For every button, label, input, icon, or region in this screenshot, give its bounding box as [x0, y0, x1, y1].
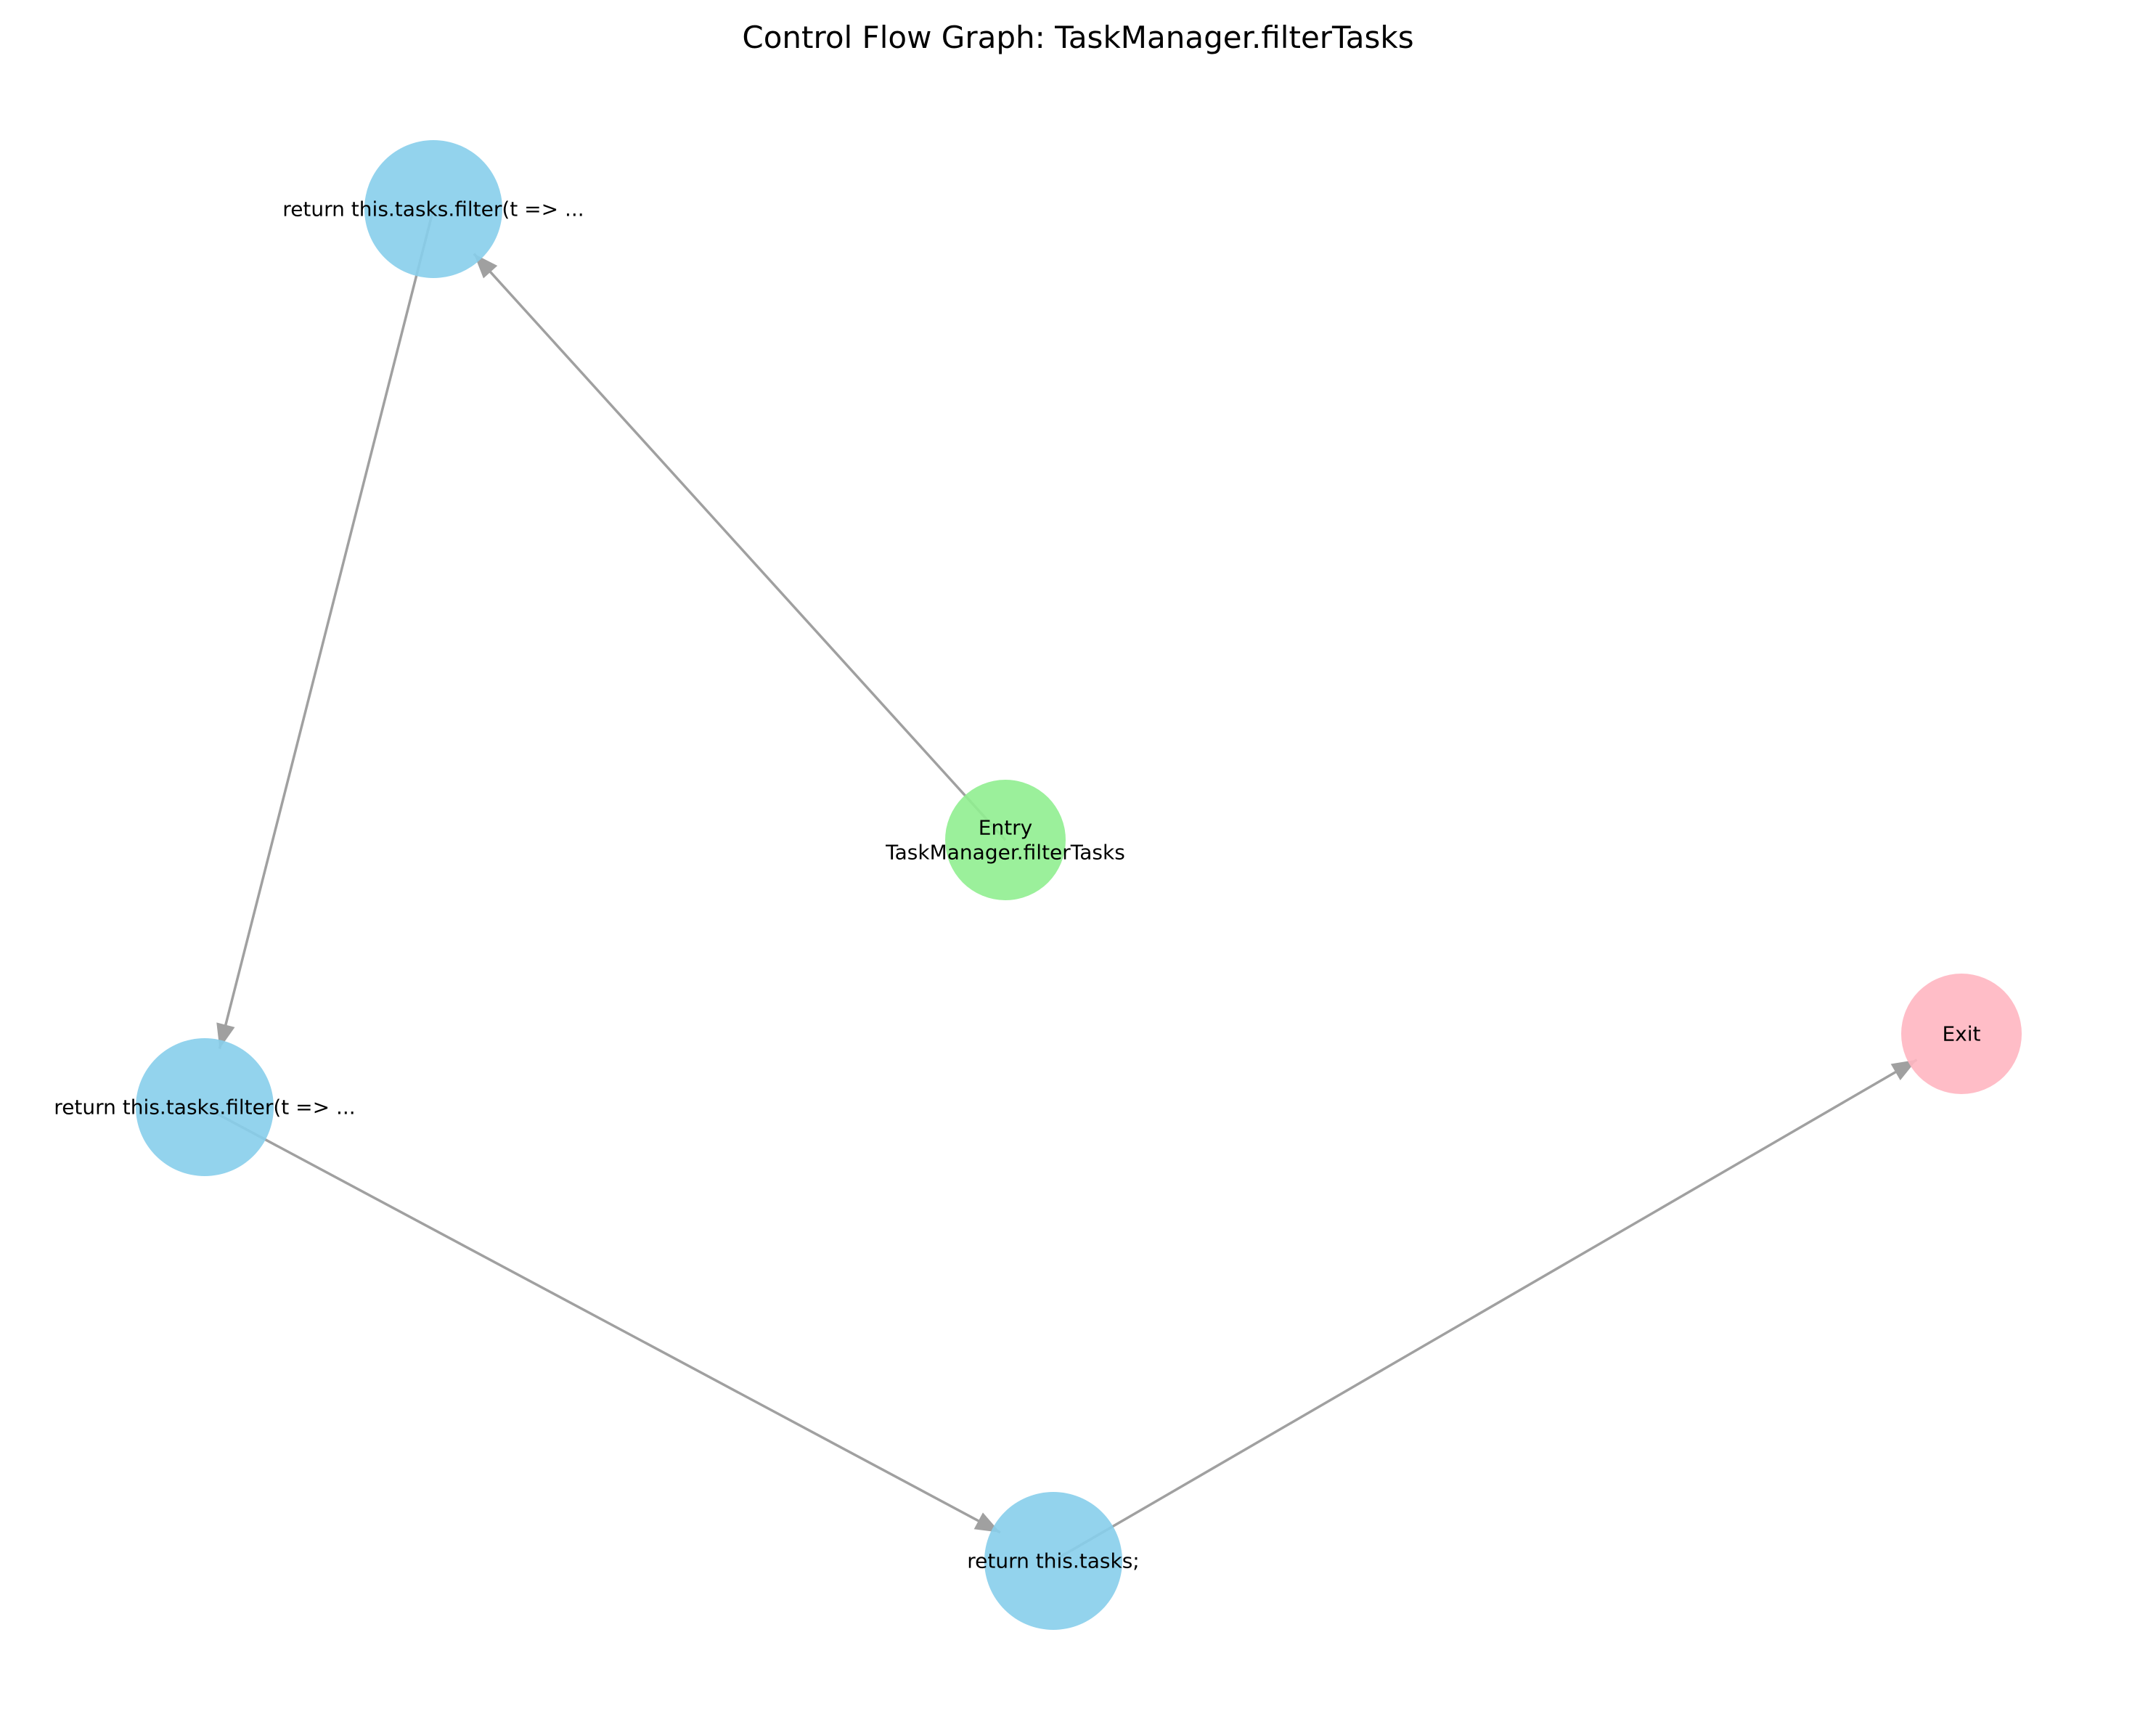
node-label: Entry [979, 816, 1033, 840]
edge-return_tasks-to-exit [1053, 1059, 1918, 1562]
edge-line [204, 1106, 1001, 1534]
node-circle [984, 1492, 1122, 1630]
node-exit: Exit [1901, 974, 2022, 1094]
node-return_tasks: return this.tasks; [967, 1492, 1140, 1630]
diagram-title: Control Flow Graph: TaskManager.filterTa… [742, 20, 1413, 55]
node-label: Exit [1942, 1022, 1980, 1046]
node-circle [1901, 974, 2022, 1094]
node-circle [136, 1038, 274, 1176]
node-filter_2: return this.tasks.filter(t => ... [54, 1038, 356, 1176]
node-filter_1: return this.tasks.filter(t => ... [282, 140, 584, 278]
node-label: TaskManager.filterTasks [885, 841, 1125, 865]
edge-line [473, 253, 1007, 841]
node-label: return this.tasks.filter(t => ... [282, 197, 584, 221]
node-circle [945, 780, 1066, 900]
node-label: return this.tasks; [967, 1549, 1139, 1573]
node-circle [364, 140, 502, 278]
node-label: return this.tasks.filter(t => ... [54, 1096, 355, 1119]
edge-line [218, 208, 435, 1049]
edge-filter_1-to-filter_2 [216, 208, 435, 1049]
edge-entry-to-filter_1 [473, 253, 1007, 841]
edges-layer [204, 208, 1918, 1562]
edge-line [1053, 1059, 1918, 1562]
edge-filter_2-to-return_tasks [204, 1106, 1001, 1534]
